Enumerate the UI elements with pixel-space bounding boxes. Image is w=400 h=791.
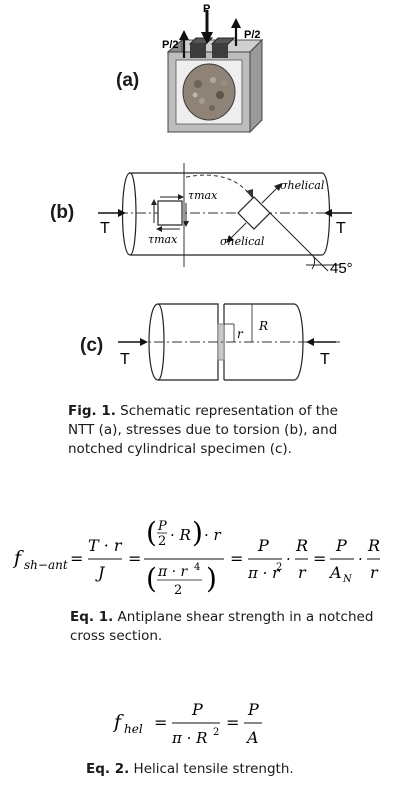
svg-text:(: ( [146, 516, 157, 549]
svg-text:N: N [342, 574, 353, 585]
eq1-lhs-symbol: f [12, 547, 24, 569]
torque-left-label: T [100, 220, 110, 237]
svg-text:2: 2 [276, 562, 282, 573]
svg-text:P: P [247, 700, 259, 719]
eq2-caption-text: Helical tensile strength. [129, 761, 294, 777]
svg-text:· R: · R [170, 526, 191, 544]
load-half-left-label: P/2 [162, 39, 179, 51]
figure-caption-text: Schematic representation of the NTT (a),… [68, 403, 338, 457]
eq1-caption-text: Antiplane shear strength in a notched cr… [70, 609, 374, 644]
svg-text:R: R [367, 536, 380, 555]
svg-text:P: P [157, 519, 167, 534]
eq2-lhs-subscript: hel [124, 722, 143, 736]
angle-45-label: 45° [330, 260, 353, 277]
notch-radius-label: r [237, 327, 244, 341]
eq2-lhs-symbol: f [112, 711, 124, 733]
svg-text:(: ( [146, 562, 157, 595]
equation-1-caption: Eq. 1. Antiplane shear strength in a not… [70, 608, 380, 646]
equation-2: f hel = P π · R 2 = P A [112, 700, 262, 747]
svg-text:=: = [154, 713, 167, 732]
svg-text:2: 2 [174, 583, 182, 598]
load-p-label: P [203, 3, 210, 15]
eq1-caption-number: Eq. 1. [70, 609, 114, 625]
svg-text:R: R [295, 536, 308, 555]
svg-text:T · r: T · r [88, 536, 123, 555]
svg-text:π · r: π · r [247, 564, 280, 582]
equation-1: f sh−ant = T · r J = ( P 2 · R ) · r ( π… [12, 516, 380, 598]
svg-text:A: A [245, 728, 259, 747]
torque-c-left-label: T [120, 351, 130, 368]
svg-text:P: P [257, 536, 269, 555]
svg-text:π · R: π · R [171, 729, 207, 747]
svg-text:=: = [230, 549, 243, 568]
torsion-stress-diagram: T T τmax τmax σhelical σhelical 45° [98, 163, 353, 277]
ntt-test-setup-illustration: P P/2 P/2 [162, 3, 264, 134]
svg-text:r: r [298, 563, 307, 582]
figure-caption: Fig. 1. Schematic representation of the … [68, 402, 368, 459]
svg-text:=: = [313, 549, 326, 568]
svg-text:·: · [358, 550, 363, 568]
panel-c-label: (c) [80, 335, 104, 356]
specimen-radius-label: R [258, 319, 268, 333]
svg-text:π · r: π · r [157, 564, 189, 580]
figure-caption-number: Fig. 1. [68, 403, 116, 419]
svg-text:P: P [335, 536, 347, 555]
equation-2-caption: Eq. 2. Helical tensile strength. [86, 760, 386, 779]
svg-text:A: A [328, 563, 342, 582]
torque-c-right-label: T [320, 351, 330, 368]
panel-a-label: (a) [116, 70, 140, 91]
svg-text:=: = [70, 549, 83, 568]
svg-text:=: = [226, 713, 239, 732]
eq2-caption-number: Eq. 2. [86, 761, 130, 777]
svg-text:2: 2 [213, 727, 219, 738]
svg-text:r: r [370, 563, 379, 582]
tau-max-bottom-label: τmax [148, 233, 178, 246]
sigma-helical-top-label: σhelical [280, 179, 325, 192]
svg-text:·: · [286, 550, 291, 568]
torque-right-label: T [336, 220, 346, 237]
svg-text:J: J [95, 563, 106, 582]
load-half-right-label: P/2 [244, 29, 261, 41]
svg-text:): ) [192, 516, 203, 549]
svg-text:4: 4 [194, 562, 200, 573]
panel-b-label: (b) [50, 202, 75, 223]
svg-text:2: 2 [158, 534, 166, 549]
tau-max-top-label: τmax [188, 189, 218, 202]
svg-text:=: = [128, 549, 141, 568]
eq1-lhs-subscript: sh−ant [24, 558, 68, 572]
notched-specimen-diagram: r R T T [118, 303, 340, 381]
svg-text:): ) [206, 562, 217, 595]
svg-text:· r: · r [204, 526, 222, 544]
svg-text:P: P [191, 700, 203, 719]
sigma-helical-bottom-label: σhelical [220, 235, 265, 248]
